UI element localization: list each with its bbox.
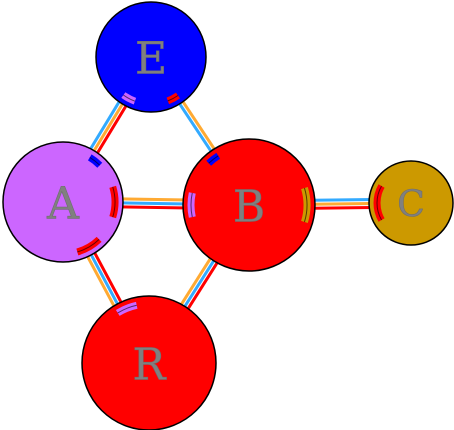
node-e: E xyxy=(95,1,207,113)
node-port-outline xyxy=(123,94,136,102)
node-c: C xyxy=(368,160,454,246)
node-port-outline xyxy=(77,239,100,253)
node-port-outline xyxy=(117,304,137,314)
node-port-outline xyxy=(190,192,193,218)
node-label-e: E xyxy=(135,34,167,85)
node-circle xyxy=(2,141,124,263)
node-port-outline xyxy=(376,185,382,221)
node-port-outline xyxy=(167,95,179,102)
node-label-r: R xyxy=(132,340,167,391)
node-circle xyxy=(95,1,207,113)
node-circle xyxy=(81,295,217,430)
node-label-a: A xyxy=(46,179,80,230)
node-port-outline xyxy=(303,187,308,223)
node-r: R xyxy=(81,295,217,430)
node-label-c: C xyxy=(397,185,425,226)
node-circle xyxy=(368,160,454,246)
node-port-outline xyxy=(112,186,116,218)
node-port-outline xyxy=(208,155,219,164)
node-circle xyxy=(182,138,316,272)
node-b: B xyxy=(182,138,316,272)
node-port-outline xyxy=(89,156,101,166)
node-label-b: B xyxy=(233,182,265,233)
node-a: A xyxy=(2,141,124,263)
